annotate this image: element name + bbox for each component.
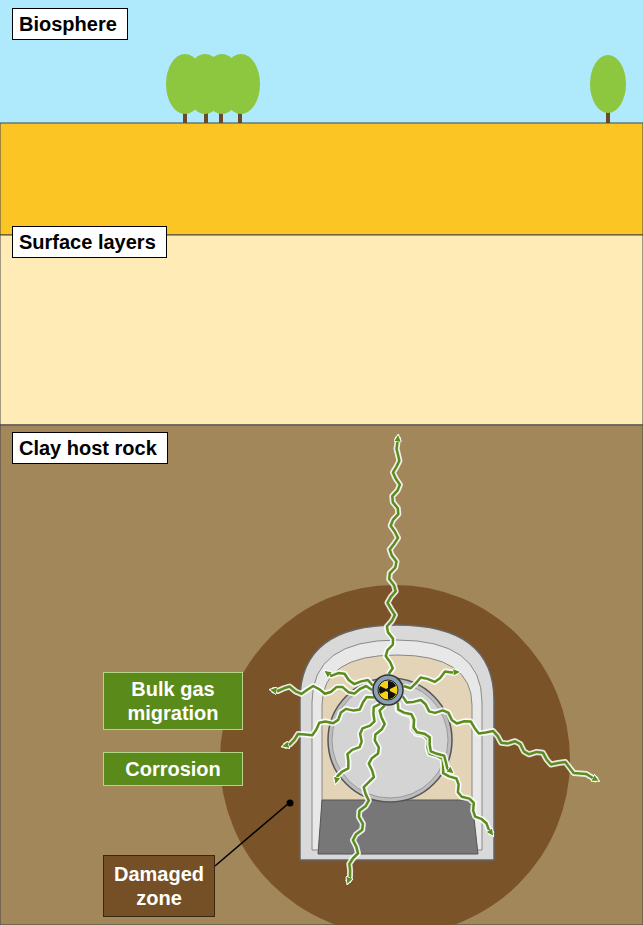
damaged-zone xyxy=(220,585,570,925)
label-text: Biosphere xyxy=(19,12,121,36)
gas-arrow xyxy=(386,437,400,674)
arrow-glow xyxy=(348,706,385,882)
leader-dot xyxy=(287,800,294,807)
layer-label: Surface layers xyxy=(12,226,167,258)
tunnel xyxy=(300,625,494,860)
label-text: Clay host rock xyxy=(19,436,161,460)
soil-band xyxy=(0,123,643,235)
gas-arrow xyxy=(348,706,385,882)
trees xyxy=(166,54,626,123)
layer-label: Biosphere xyxy=(12,8,128,40)
zone-label: Damaged zone xyxy=(103,855,215,917)
process-label: Corrosion xyxy=(103,752,243,786)
label-text: Corrosion xyxy=(112,757,234,781)
arrow-glow xyxy=(386,437,400,674)
label-text: Bulk gas migration xyxy=(112,677,234,725)
gas-arrows xyxy=(272,437,597,882)
arrow-glow xyxy=(398,703,452,772)
arrow-glow xyxy=(397,703,492,834)
arrow-glow xyxy=(336,704,380,782)
surface-band xyxy=(0,235,643,425)
process-label: Bulk gas migration xyxy=(103,672,243,730)
arrow-glow xyxy=(403,672,458,689)
arrow-glow xyxy=(272,686,372,694)
canister xyxy=(373,675,403,705)
gas-arrow xyxy=(336,704,380,782)
gas-arrow xyxy=(403,672,458,689)
gas-arrow xyxy=(397,703,492,834)
sky-band xyxy=(0,0,643,123)
leader-line xyxy=(215,803,289,866)
label-text: Surface layers xyxy=(19,230,160,254)
gas-arrow xyxy=(272,686,372,694)
layer-label: Clay host rock xyxy=(12,432,168,464)
label-text: Damaged zone xyxy=(112,862,206,910)
gas-arrow xyxy=(398,703,452,772)
